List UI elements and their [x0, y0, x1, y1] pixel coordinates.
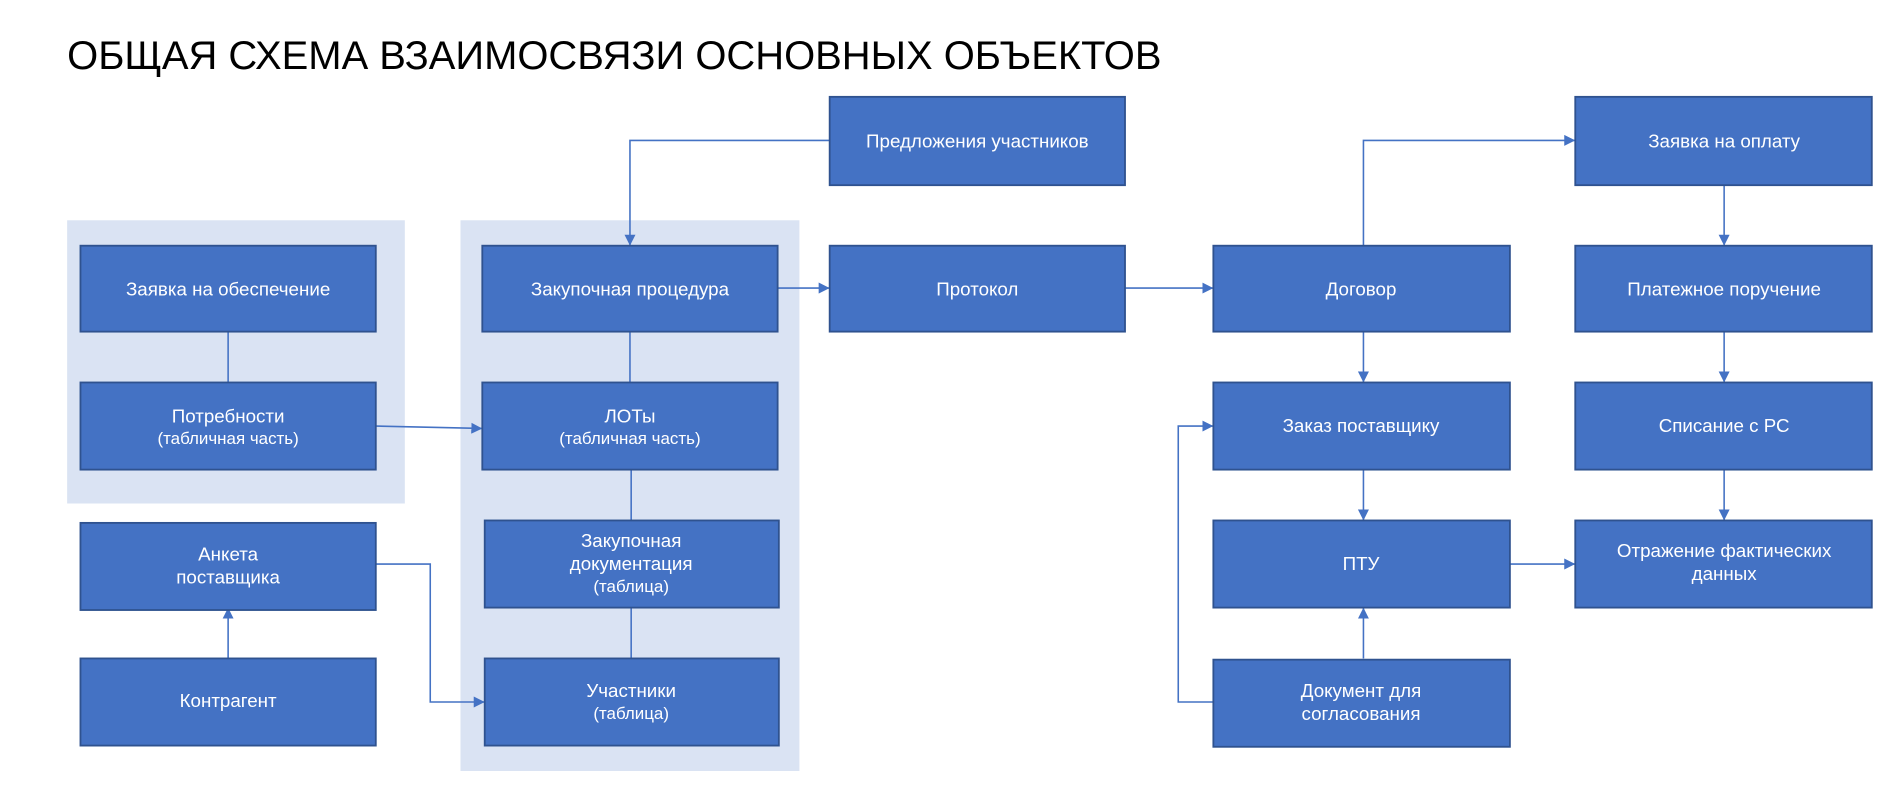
box-needs[interactable]: Потребности (табличная часть)	[79, 381, 377, 471]
box-counterparty[interactable]: Контрагент	[79, 657, 377, 747]
box-actual-data[interactable]: Отражение фактических данных	[1574, 519, 1873, 609]
box-label: Заявка на обеспечение	[126, 278, 330, 299]
page-title: ОБЩАЯ СХЕМА ВЗАИМОСВЯЗИ ОСНОВНЫХ ОБЪЕКТО…	[67, 34, 1161, 78]
box-label: Предложения участников	[866, 131, 1089, 152]
arrow-needs-to-lots	[375, 422, 483, 434]
box-shape	[79, 244, 377, 333]
box-shape	[483, 519, 780, 609]
box-shape	[79, 657, 377, 747]
arrow-contract-to-payment-request	[1362, 134, 1576, 246]
box-label: (таблица)	[593, 577, 669, 596]
box-ptu[interactable]: ПТУ	[1212, 519, 1511, 609]
box-label: Документ для	[1301, 680, 1421, 701]
box-supplier-order[interactable]: Заказ поставщику	[1212, 381, 1511, 471]
box-shape	[1212, 244, 1511, 333]
box-label: Заказ поставщику	[1283, 415, 1440, 436]
box-offers[interactable]: Предложения участников	[828, 95, 1126, 187]
box-label: Участники	[586, 680, 676, 701]
box-shape	[828, 95, 1126, 187]
box-approval-doc[interactable]: Документ для согласования	[1212, 658, 1511, 748]
box-label: поставщика	[176, 566, 280, 587]
box-shape	[828, 244, 1126, 333]
box-shape	[481, 381, 779, 471]
box-label: Контрагент	[180, 690, 277, 711]
box-label: (таблица)	[593, 704, 669, 723]
arrow-offers-to-procedure	[624, 139, 830, 246]
box-label: Заявка на оплату	[1648, 131, 1800, 152]
box-label: данных	[1692, 563, 1758, 584]
connectors	[222, 134, 1730, 708]
box-shape	[1574, 381, 1873, 471]
box-contract[interactable]: Договор	[1212, 244, 1511, 333]
box-label: (табличная часть)	[157, 429, 298, 448]
box-procurement-docs[interactable]: Закупочная документация (таблица)	[483, 519, 780, 609]
box-label: документация	[570, 553, 693, 574]
arrow-approval-to-supplier-order	[1177, 420, 1214, 703]
box-shape	[483, 657, 780, 747]
box-shape	[1212, 658, 1511, 748]
box-label: Закупочная процедура	[531, 278, 730, 299]
box-procurement-procedure[interactable]: Закупочная процедура	[481, 244, 779, 333]
box-label: ПТУ	[1343, 553, 1380, 574]
box-label: согласования	[1302, 703, 1421, 724]
box-label: Потребности	[172, 405, 285, 426]
box-label: Договор	[1326, 278, 1397, 299]
box-label: ЛОТы	[604, 405, 655, 426]
box-label: Закупочная	[581, 530, 681, 551]
box-payment-request[interactable]: Заявка на оплату	[1574, 95, 1873, 187]
box-label: Протокол	[936, 278, 1018, 299]
box-label: (табличная часть)	[559, 429, 700, 448]
box-shape	[1212, 381, 1511, 471]
box-supplier-form[interactable]: Анкета поставщика	[79, 521, 377, 611]
box-lots[interactable]: ЛОТы (табличная часть)	[481, 381, 779, 471]
arrow-form-to-participants	[375, 563, 485, 708]
box-shape	[1574, 244, 1873, 333]
box-shape	[79, 521, 377, 611]
box-label: Платежное поручение	[1627, 278, 1821, 299]
box-shape	[1574, 95, 1873, 187]
box-write-off[interactable]: Списание с РС	[1574, 381, 1873, 471]
box-label: Анкета	[198, 543, 258, 564]
box-payment-order[interactable]: Платежное поручение	[1574, 244, 1873, 333]
box-supply-request[interactable]: Заявка на обеспечение	[79, 244, 377, 333]
box-label: Отражение фактических	[1617, 540, 1832, 561]
box-shape	[79, 381, 377, 471]
box-label: Списание с РС	[1659, 415, 1790, 436]
box-shape	[1574, 519, 1873, 609]
box-shape	[481, 244, 779, 333]
box-shape	[1212, 519, 1511, 609]
box-participants[interactable]: Участники (таблица)	[483, 657, 780, 747]
box-protocol[interactable]: Протокол	[828, 244, 1126, 333]
